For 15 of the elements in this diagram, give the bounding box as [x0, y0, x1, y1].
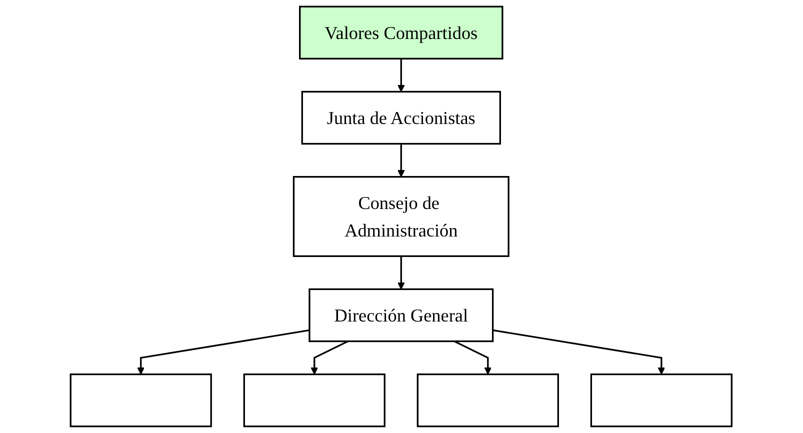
node-box: [244, 373, 386, 428]
node-box: [590, 373, 733, 428]
arrow: [311, 340, 349, 375]
arrow: [138, 329, 310, 375]
node-box: Valores Compartidos: [299, 6, 504, 60]
arrow: [493, 329, 666, 375]
node-box: [70, 373, 212, 428]
node-box: Consejo de Administración: [293, 176, 510, 257]
node-box: [417, 373, 560, 428]
node-box: Junta de Accionistas: [302, 90, 502, 145]
node-box: Dirección General: [309, 288, 494, 342]
arrow: [454, 340, 492, 375]
arrow: [398, 144, 406, 178]
arrow: [398, 256, 406, 290]
arrow: [398, 58, 406, 92]
